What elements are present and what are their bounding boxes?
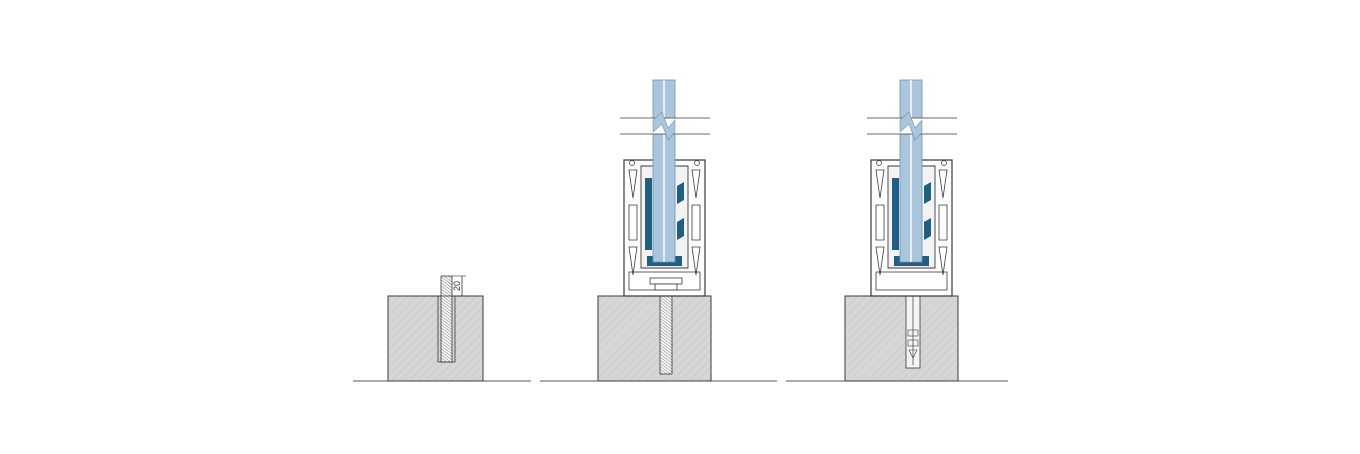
panel-threaded-rod-mount (540, 79, 777, 382)
dimension-label: 20 (452, 281, 462, 291)
threaded-rod (659, 282, 673, 375)
nut-washer (649, 277, 683, 291)
glass-pane (620, 79, 710, 263)
threaded-rod (440, 275, 453, 363)
concrete-block (387, 295, 484, 382)
glass-pane (867, 79, 957, 263)
concrete-block (597, 295, 712, 382)
panel-drilled-hole: 20 (353, 275, 531, 382)
drill-hole (437, 295, 456, 363)
concrete-block (844, 295, 959, 382)
panel-anchor-bolt-mount (786, 79, 1008, 382)
